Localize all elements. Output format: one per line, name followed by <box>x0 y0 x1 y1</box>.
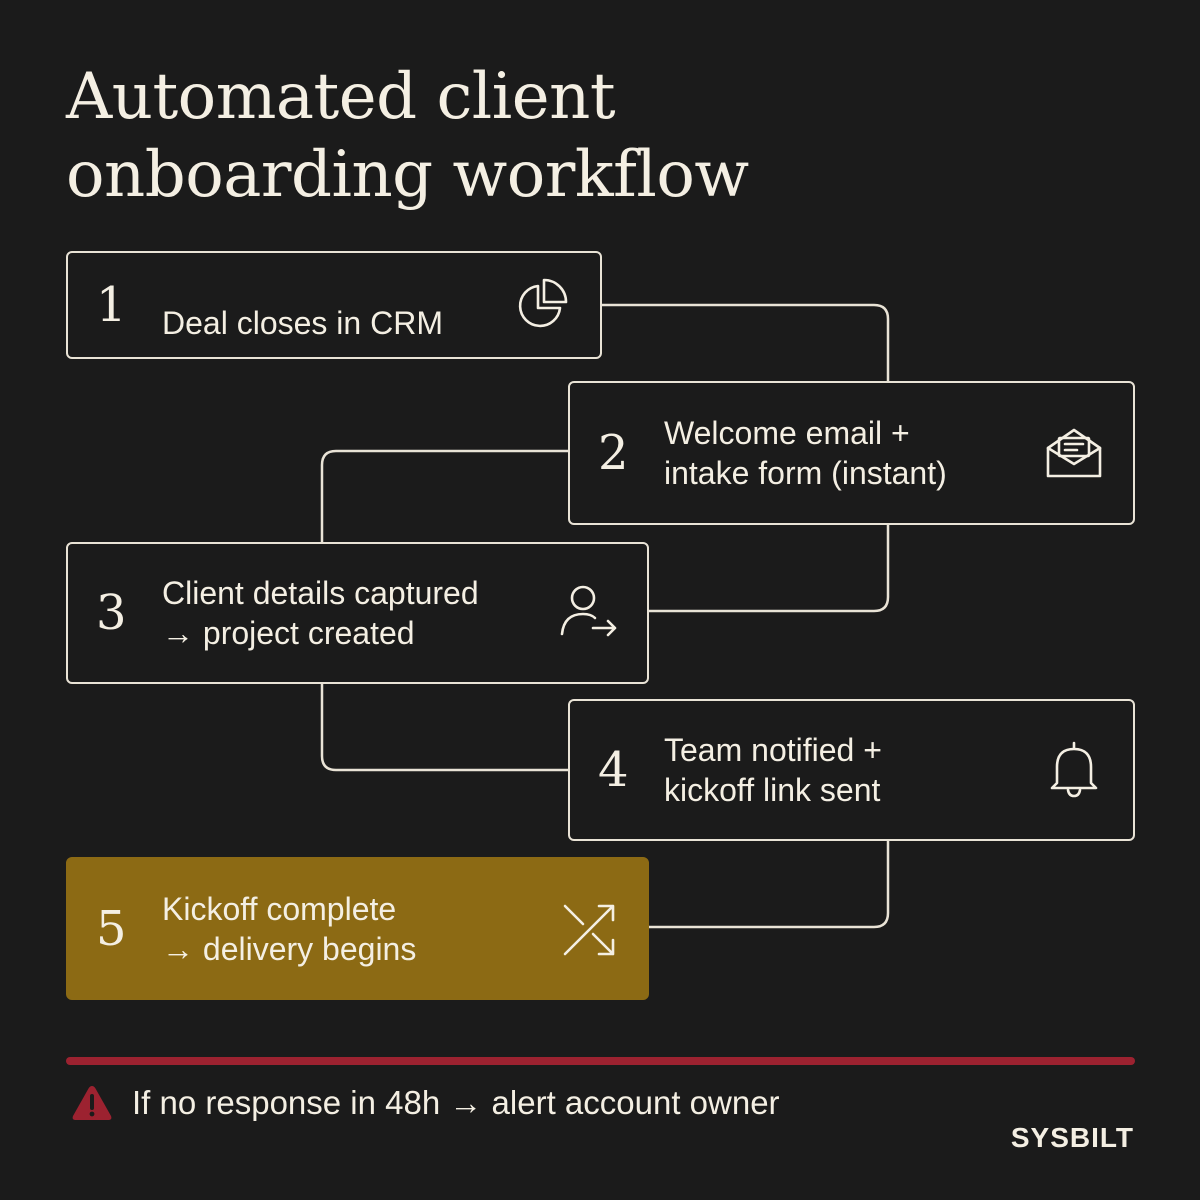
alert-divider <box>66 1057 1135 1065</box>
step-label-line: → delivery begins <box>162 930 417 967</box>
step-number: 2 <box>598 425 629 481</box>
step-label-line: intake form (instant) <box>664 455 947 491</box>
workflow-step-3: 3 Client details captured → project crea… <box>66 542 649 684</box>
step-label-line: Kickoff complete <box>162 890 397 927</box>
step-label: Deal closes in CRM <box>162 303 443 343</box>
title-line-2: onboarding workflow <box>66 138 749 212</box>
title-line-1: Automated client <box>66 60 616 134</box>
connector-2-3-lower <box>649 525 890 613</box>
step-label: Team notified + kickoff link sent <box>664 730 882 810</box>
step-label-line: kickoff link sent <box>664 772 881 808</box>
step-label-line: Client details captured <box>162 575 479 611</box>
step-number: 3 <box>96 585 127 641</box>
warning-icon <box>70 1083 114 1123</box>
step-number: 1 <box>96 277 127 333</box>
workflow-step-2: 2 Welcome email + intake form (instant) <box>568 381 1135 525</box>
envelope-icon <box>1043 422 1105 484</box>
connector-4-5 <box>649 841 890 929</box>
bell-icon <box>1043 739 1105 801</box>
alert-notice: If no response in 48h → alert account ow… <box>70 1080 780 1126</box>
user-arrow-icon <box>557 582 619 644</box>
connector-3-4 <box>320 684 568 772</box>
workflow-step-5: 5 Kickoff complete → delivery begins <box>66 857 649 1000</box>
connector-2-3-upper <box>320 449 568 542</box>
step-label-line: Welcome email + <box>664 415 910 451</box>
step-label: Client details captured → project create… <box>162 573 479 653</box>
alert-text: If no response in 48h → alert account ow… <box>132 1084 780 1121</box>
step-label-line: Team notified + <box>664 732 882 768</box>
page-title: Automated client onboarding workflow <box>66 58 749 214</box>
pie-chart-icon <box>510 274 572 336</box>
connector-1-2 <box>602 303 890 381</box>
step-number: 5 <box>96 900 127 957</box>
step-label: Kickoff complete → delivery begins <box>162 889 416 969</box>
step-number: 4 <box>598 742 629 798</box>
brand-logo-text: SYSBILT <box>1010 1122 1134 1153</box>
workflow-step-1: 1 Deal closes in CRM <box>66 251 602 359</box>
workflow-step-4: 4 Team notified + kickoff link sent <box>568 699 1135 841</box>
step-label-line: → project created <box>162 615 415 651</box>
step-label-line: Deal closes in CRM <box>162 305 443 341</box>
step-label: Welcome email + intake form (instant) <box>664 413 947 493</box>
shuffle-icon <box>557 898 619 960</box>
